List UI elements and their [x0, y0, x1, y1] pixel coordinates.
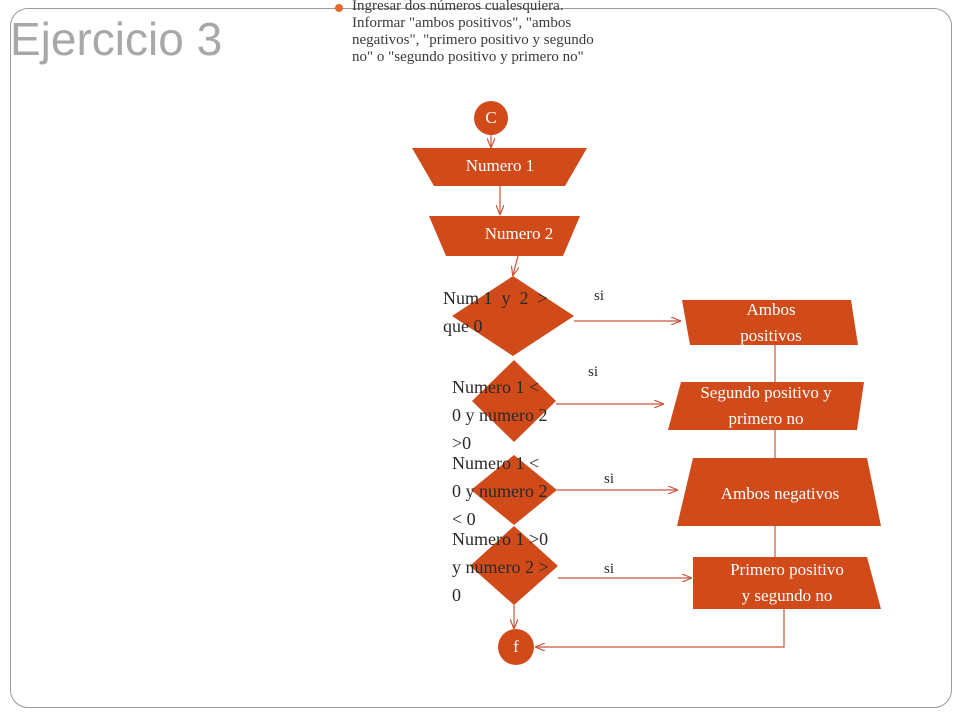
- instructions-line: Ingresar dos números cualesquiera.: [352, 0, 564, 14]
- output-shape-4: [693, 557, 881, 609]
- arrow-outputs-to-end: [536, 609, 785, 647]
- input-shape-2: [429, 216, 580, 256]
- end-terminal: [498, 629, 534, 665]
- output-label-1: Ambos positivos: [740, 300, 802, 345]
- yes-label-2: si: [588, 364, 599, 380]
- yes-label-3: si: [604, 471, 615, 487]
- arrow-input2-to-decision1: [513, 255, 518, 275]
- end-label: f: [513, 637, 519, 656]
- instructions-line: no" o "segundo positivo y primero no": [352, 49, 584, 65]
- input-label-1: Numero 1: [465, 156, 535, 175]
- instructions-line: negativos", "primero positivo y segundo: [352, 32, 594, 48]
- decision-label-4: Numero 1 >0 y numero 2 > 0: [452, 529, 549, 605]
- decision-2: [472, 360, 556, 442]
- output-label-3: Ambos negativos: [720, 484, 840, 503]
- bullet-icon: [335, 4, 343, 12]
- decision-label-2: Numero 1 < 0 y numero 2 >0: [452, 377, 548, 453]
- slide-frame: [10, 8, 952, 708]
- instructions-line: Informar "ambos positivos", "ambos: [352, 15, 572, 31]
- output-label-2: Segundo positivo y primero no: [700, 383, 832, 428]
- decision-1: [452, 276, 574, 356]
- output-shape-2: [668, 382, 864, 430]
- output-shape-3: [677, 458, 881, 526]
- slide-title: Ejercicio 3: [10, 13, 223, 65]
- decision-3: [471, 455, 557, 525]
- decision-label-1: Num 1 y 2 > que 0: [443, 288, 548, 336]
- decision-label-3: Numero 1 < 0 y numero 2 < 0: [452, 453, 548, 529]
- start-terminal: [474, 101, 508, 135]
- output-shape-1: [682, 300, 858, 345]
- instructions-text: Ingresar dos números cualesquiera. Infor…: [352, 0, 682, 66]
- input-shape-1: [412, 148, 587, 186]
- output-label-4: Primero positivo y segundo no: [730, 560, 844, 605]
- yes-label-1: si: [594, 288, 605, 304]
- input-label-2: Numero 2: [484, 224, 554, 243]
- start-label: C: [485, 108, 497, 127]
- decision-4: [470, 526, 558, 605]
- yes-label-4: si: [604, 561, 615, 577]
